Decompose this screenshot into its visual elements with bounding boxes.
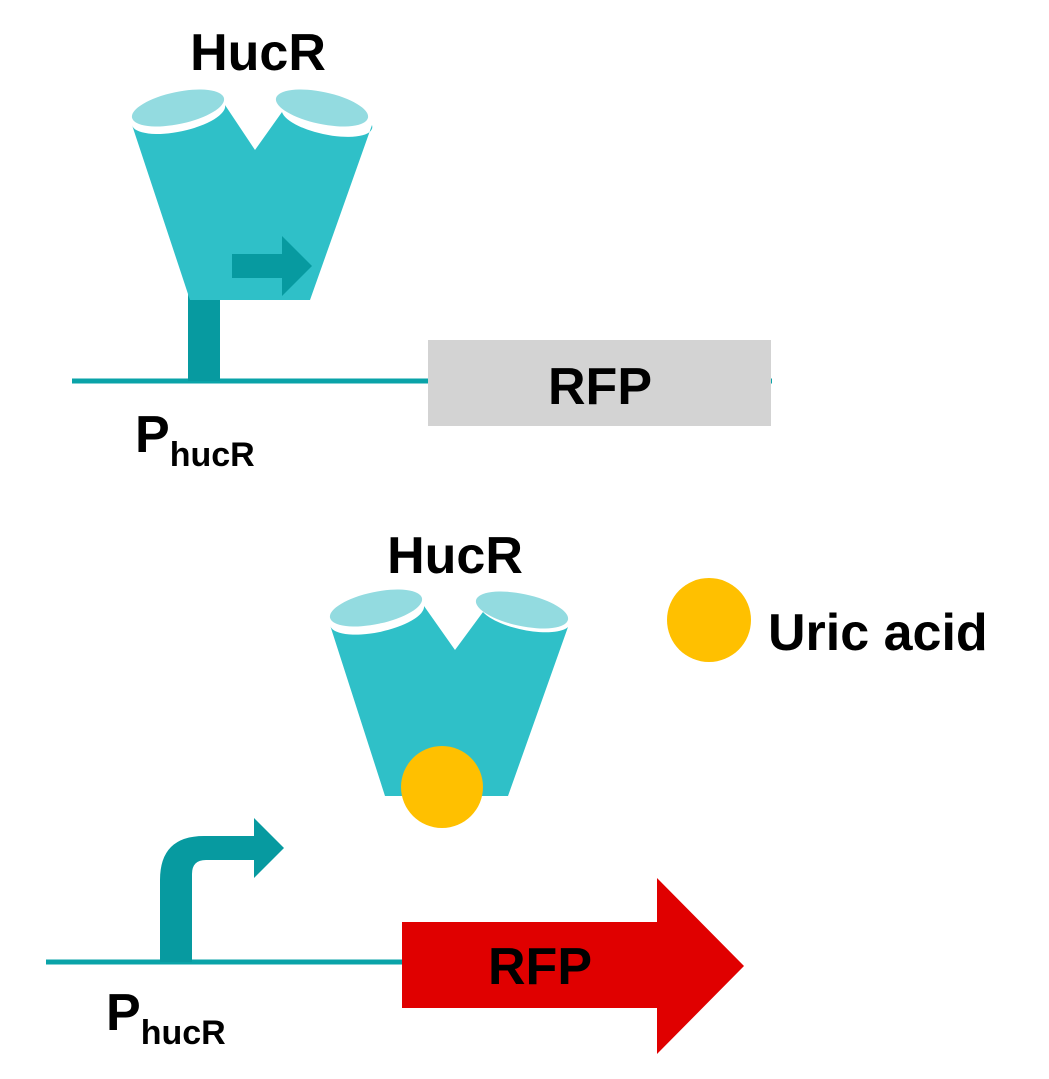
top-hucr-dimer-icon [131,89,373,300]
top-panel: RFP HucR PhucR [72,24,772,474]
top-promoter-label: PhucR [135,406,255,474]
bottom-panel: RFP HucR Uric acid PhucR [46,527,988,1054]
bottom-promoter-label: PhucR [106,984,226,1052]
bottom-rfp-gene-arrow [402,878,744,1054]
uric-acid-legend-label: Uric acid [768,604,988,662]
bottom-hucr-label: HucR [387,527,523,585]
top-hucr-label: HucR [190,24,326,82]
bottom-hucr-dimer-icon [329,589,569,796]
top-rfp-label: RFP [548,358,652,416]
top-rfp-gene-box [428,340,771,426]
uric-acid-icon [667,578,751,662]
bound-uric-acid-icon [401,746,483,828]
bottom-promoter-arrow-icon [160,818,284,962]
uric-acid-legend: Uric acid [667,578,988,662]
bottom-rfp-label: RFP [488,938,592,996]
top-promoter-arrow-head [232,236,312,296]
